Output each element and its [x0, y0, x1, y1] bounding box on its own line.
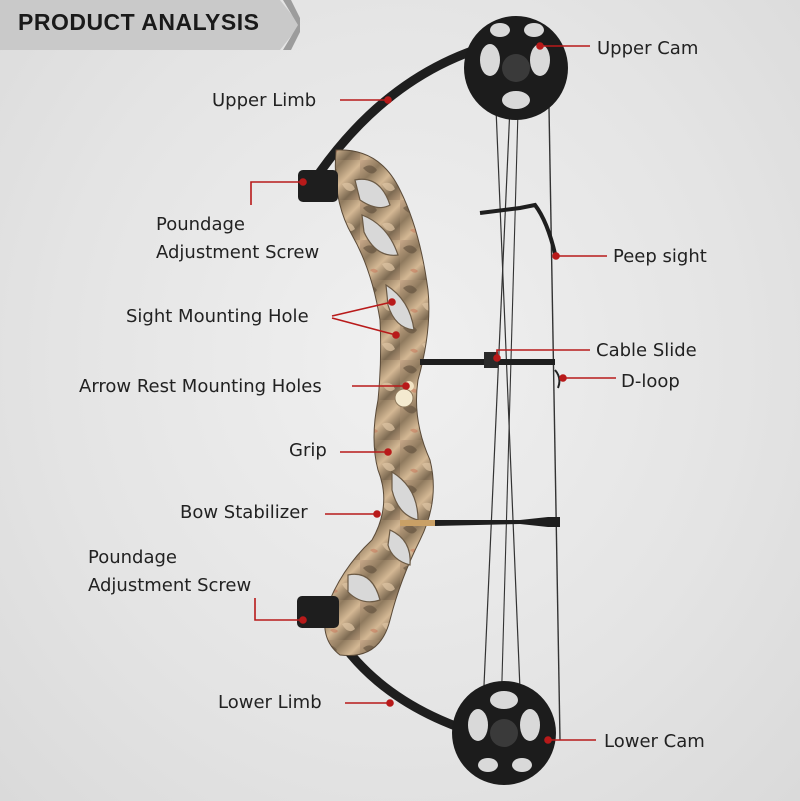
header-title: PRODUCT ANALYSIS: [18, 9, 260, 35]
label-sight-mounting-hole: Sight Mounting Hole: [126, 306, 309, 327]
bow-stabilizer: [435, 517, 560, 527]
bow-strings: [481, 39, 561, 751]
riser-cutouts: [347, 178, 419, 603]
label-lower-cam: Lower Cam: [604, 731, 705, 752]
label-cable-slide: Cable Slide: [596, 340, 697, 361]
label-upper-cam: Upper Cam: [597, 38, 699, 59]
label-lower-limb: Lower Limb: [218, 692, 322, 713]
lower-limb-pocket: [297, 596, 339, 628]
label-poundage-bottom-line1: Poundage: [88, 547, 177, 568]
label-peep-sight: Peep sight: [613, 246, 707, 267]
label-grip: Grip: [289, 440, 327, 461]
peep-sight-arm: [479, 202, 558, 259]
label-arrow-rest-mounting-holes: Arrow Rest Mounting Holes: [79, 376, 322, 397]
label-bow-stabilizer: Bow Stabilizer: [180, 502, 308, 523]
upper-limb-pocket: [298, 170, 338, 202]
lower-cam: [452, 681, 556, 785]
label-poundage-top-line1: Poundage: [156, 214, 245, 235]
label-upper-limb: Upper Limb: [212, 90, 317, 111]
d-loop: [554, 369, 561, 389]
header-banner: PRODUCT ANALYSIS: [0, 0, 300, 50]
riser: [324, 149, 434, 657]
leader-lines: [250, 42, 616, 744]
header-banner-shape: [0, 0, 300, 50]
label-poundage-top-line2: Adjustment Screw: [156, 242, 320, 263]
grip-insert: [394, 388, 414, 408]
upper-cam: [464, 16, 568, 120]
label-poundage-bottom-line2: Adjustment Screw: [88, 575, 252, 596]
label-d-loop: D-loop: [621, 371, 680, 392]
